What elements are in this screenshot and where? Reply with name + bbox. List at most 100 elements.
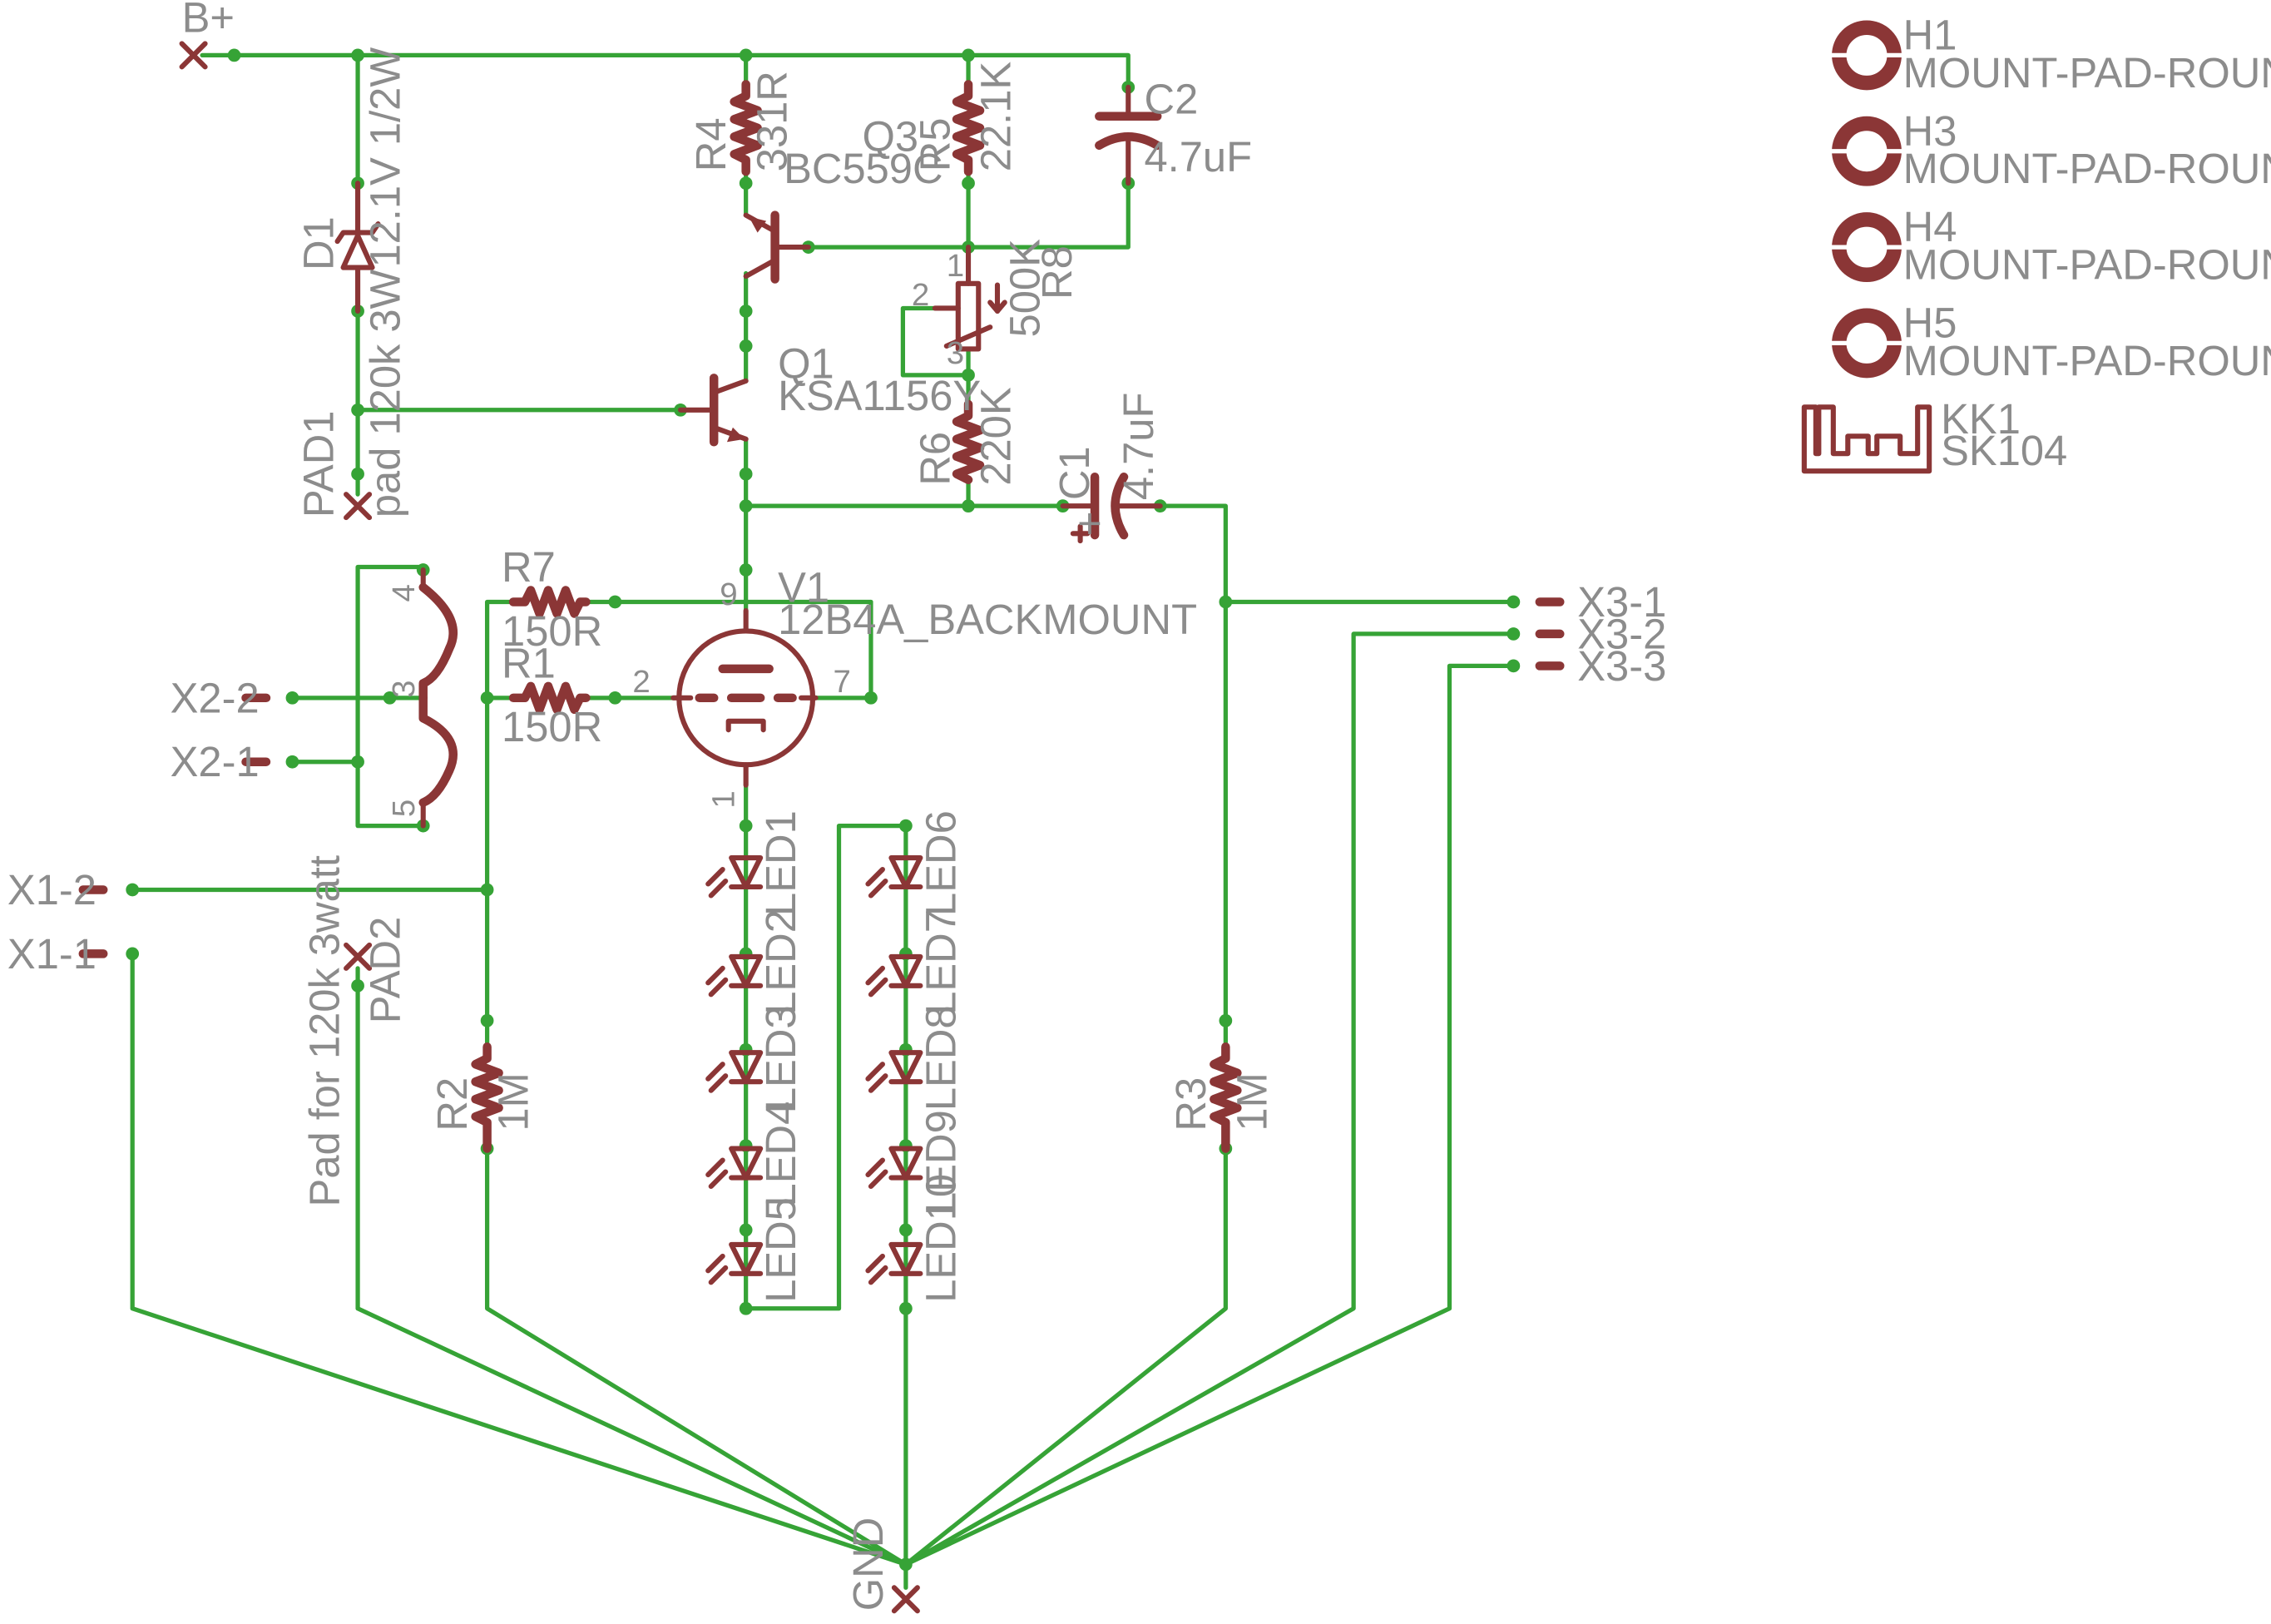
junction — [739, 48, 753, 62]
pad1-value-label: pad 120k 3W — [362, 269, 409, 517]
h1-value-label: MOUNT-PAD-ROUND5.5 — [1903, 49, 2271, 97]
v1-value-label: 12B4A_BACKMOUNT — [778, 596, 1197, 643]
junction — [480, 883, 494, 897]
junction — [739, 499, 753, 513]
x1-2-label: X1-2 — [7, 866, 96, 914]
mount-pad-h1-icon[interactable] — [1828, 20, 1905, 91]
wire-led-string-link — [744, 823, 908, 1311]
wire-pad2-gnd — [355, 983, 908, 1567]
led-3[interactable] — [705, 1050, 764, 1093]
junction — [608, 691, 622, 705]
wire-r7-left — [484, 599, 516, 701]
h4-name-label: H4 — [1903, 203, 1957, 250]
heatsink-kk1-icon[interactable] — [1801, 404, 1932, 474]
bplus-x-mark[interactable] — [179, 41, 208, 70]
wire-r3-gnd — [903, 1146, 1228, 1567]
resistor-r2[interactable] — [471, 1042, 503, 1153]
r5-value-label: 22.1K — [972, 62, 1020, 172]
vacuum-tube-v1[interactable] — [670, 607, 819, 788]
filament-coils[interactable] — [418, 567, 458, 829]
wire-pot-wiper — [900, 305, 971, 378]
potentiometer-r8[interactable] — [932, 245, 1007, 352]
junction — [899, 819, 913, 833]
resistor-r5[interactable] — [952, 80, 985, 176]
r1-name-label: R1 — [502, 639, 556, 686]
junctions — [126, 48, 1521, 1572]
tube-pin-9: 9 — [720, 577, 737, 612]
pad2-x-mark[interactable] — [344, 942, 373, 988]
junction — [739, 819, 753, 833]
led-6[interactable] — [865, 854, 923, 899]
d1-name-label: D1 — [294, 216, 342, 270]
junction — [1507, 627, 1521, 641]
r6-value-label: 220K — [972, 387, 1020, 486]
c1-value-label: 4.7uF — [1115, 393, 1162, 501]
transistor-q1[interactable] — [677, 374, 749, 447]
symbols — [78, 20, 1932, 1614]
led-2-label: LED2 — [757, 909, 804, 1015]
mount-pad-h3-icon[interactable] — [1828, 116, 1905, 186]
pot-pin-2: 2 — [912, 277, 929, 313]
d1-value-label: 12.1V 1/2W — [362, 47, 409, 268]
led-5[interactable] — [705, 1241, 764, 1285]
r7-name-label: R7 — [502, 543, 556, 591]
mount-pad-h4-icon[interactable] — [1828, 212, 1905, 283]
led-4-label: LED4 — [757, 1102, 804, 1207]
led-6-label: LED6 — [917, 810, 964, 916]
led-7-label: LED7 — [917, 909, 964, 1015]
pad1-x-mark[interactable] — [344, 492, 373, 521]
mount-pad-h5-icon[interactable] — [1828, 308, 1905, 379]
wire-x3-2-gnd — [903, 631, 1516, 1567]
resistor-r4[interactable] — [730, 80, 762, 176]
x1-1-label: X1-1 — [7, 930, 96, 978]
junction — [285, 755, 299, 769]
pad1-name-label: PAD1 — [294, 411, 342, 518]
q1-value-label: KSA1156Y — [778, 372, 981, 419]
q3-name-label: Q3 — [862, 113, 918, 161]
junction — [739, 339, 753, 353]
capacitor-c1[interactable] — [1060, 472, 1163, 544]
junction — [962, 176, 975, 191]
resistor-r6[interactable] — [952, 399, 985, 484]
junction — [899, 1223, 913, 1237]
junction — [739, 467, 753, 481]
led-1[interactable] — [705, 854, 764, 899]
capacitor-c2[interactable] — [1095, 84, 1162, 186]
r2-name-label: R2 — [428, 1077, 476, 1131]
q1-name-label: Q1 — [778, 339, 834, 387]
zener-diode-d1[interactable] — [334, 181, 381, 314]
h4-value-label: MOUNT-PAD-ROUND5.5 — [1903, 241, 2271, 289]
led-10[interactable] — [865, 1241, 923, 1285]
led-8[interactable] — [865, 1050, 923, 1093]
x2-2-label: X2-2 — [171, 674, 260, 721]
resistor-r3[interactable] — [1210, 1042, 1242, 1153]
c1-name-label: C1 — [1051, 446, 1098, 500]
filament-pin-4: 4 — [386, 584, 422, 602]
junction — [1507, 659, 1521, 673]
junction — [739, 1301, 753, 1315]
h1-name-label: H1 — [1903, 11, 1957, 58]
transistor-q3[interactable] — [743, 210, 811, 284]
led-9[interactable] — [865, 1146, 923, 1190]
r5-name-label: R5 — [911, 117, 958, 171]
junction — [739, 563, 753, 577]
r3-name-label: R3 — [1167, 1077, 1215, 1131]
c2-value-label: 4.7uF — [1144, 133, 1252, 181]
resistor-r1[interactable] — [508, 681, 591, 715]
junction — [480, 1013, 494, 1027]
led-2[interactable] — [705, 953, 764, 998]
tube-pin-1: 1 — [706, 790, 742, 808]
h5-value-label: MOUNT-PAD-ROUND5.5 — [1903, 337, 2271, 384]
led-4[interactable] — [705, 1146, 764, 1190]
led-7[interactable] — [865, 953, 923, 998]
wire-r2-gnd — [484, 1146, 908, 1567]
r8-name-label: R8 — [1033, 245, 1081, 300]
junction — [1219, 595, 1233, 609]
pad2-name-label: PAD2 — [362, 917, 409, 1024]
resistor-r7[interactable] — [508, 586, 591, 618]
junction — [227, 48, 241, 62]
gnd-x-mark[interactable] — [891, 1585, 920, 1614]
r8-value-label: 500K — [1002, 239, 1049, 338]
junction — [739, 304, 753, 318]
